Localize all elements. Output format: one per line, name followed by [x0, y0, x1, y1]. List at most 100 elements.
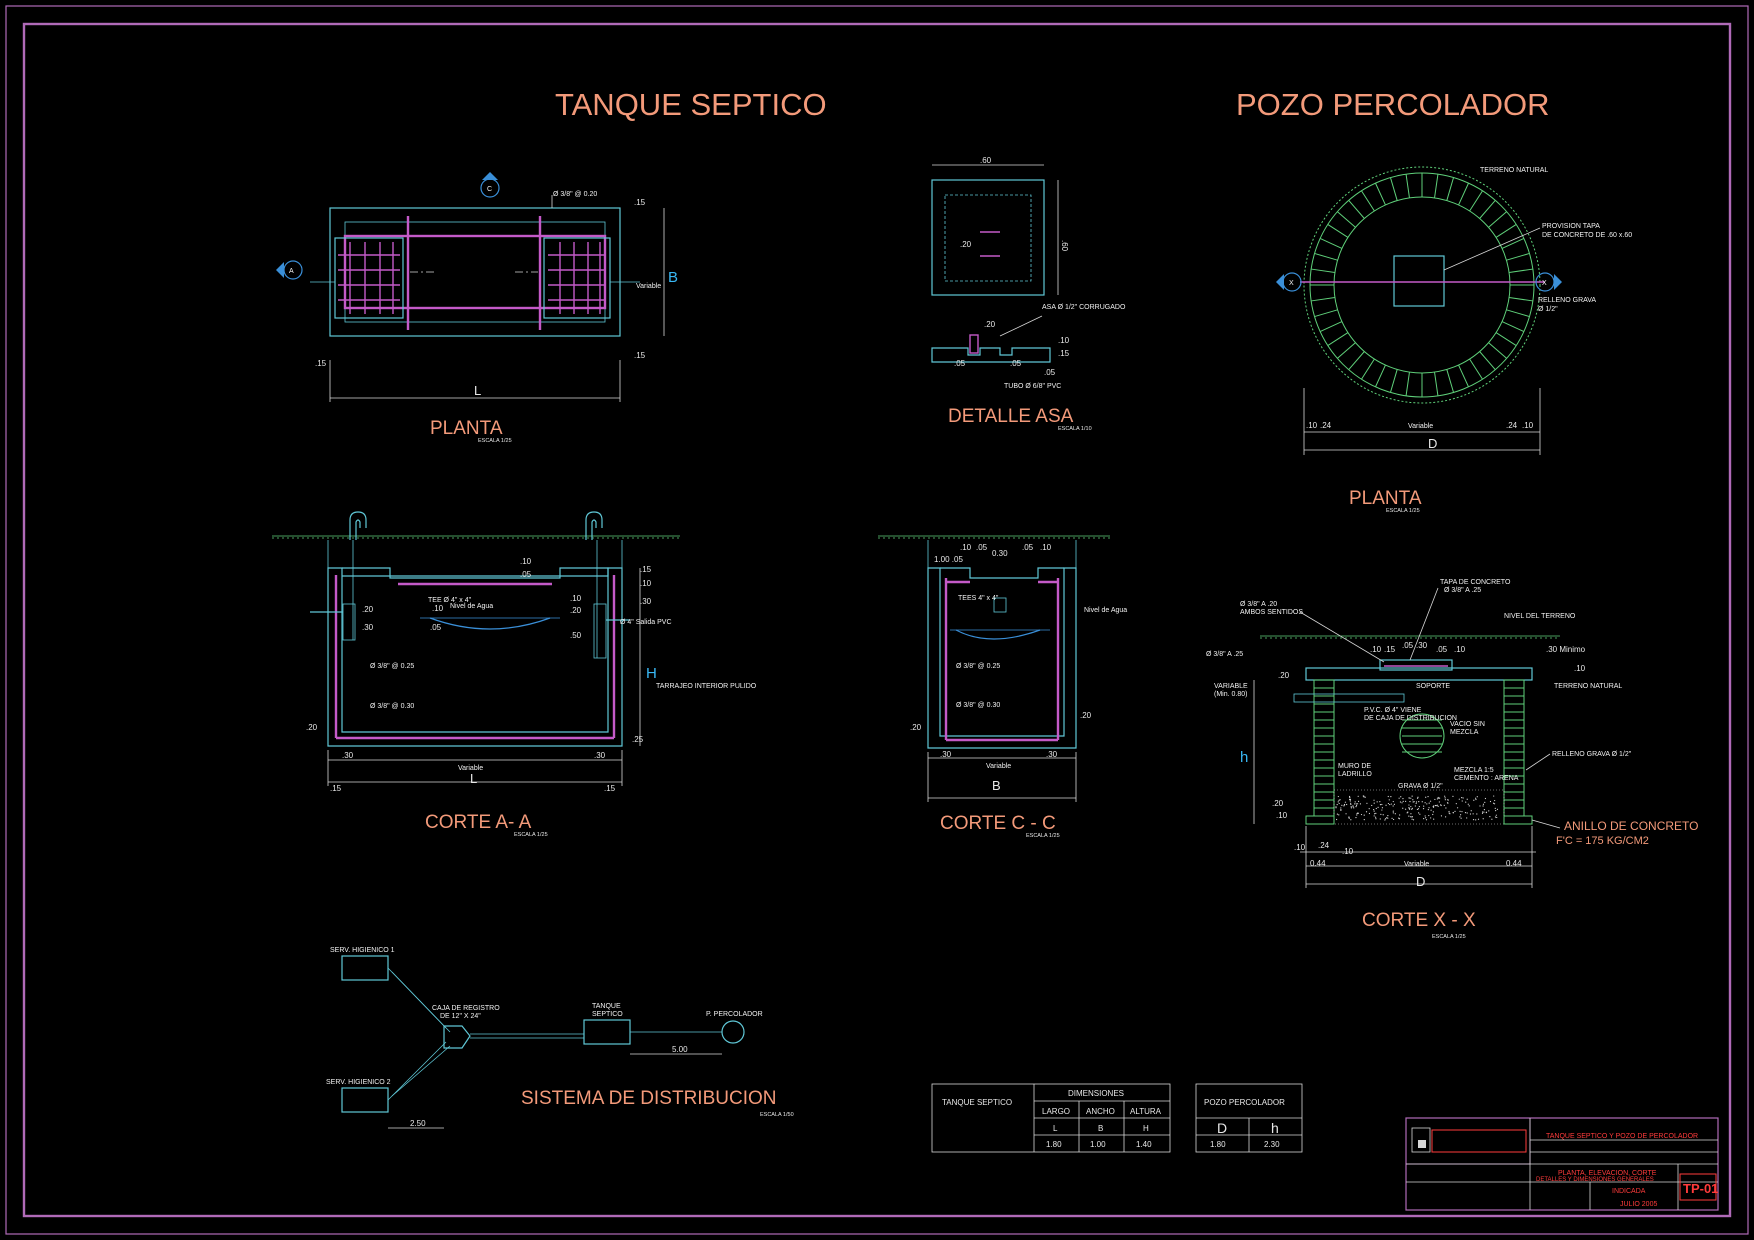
gravel-dot: [1429, 800, 1432, 802]
gravel-dot: [1384, 819, 1386, 821]
gravel-dot: [1391, 817, 1393, 819]
gravel-dot: [1390, 796, 1392, 798]
gravel-dot: [1489, 816, 1491, 818]
sis-serv1: SERV. HIGIENICO 1: [330, 947, 395, 954]
gravel-dot: [1484, 797, 1487, 800]
gravel-dot: [1479, 805, 1481, 807]
gravel-dot: [1365, 811, 1368, 813]
aa-salida: Ø 4" Salida PVC: [620, 619, 672, 626]
gravel-dot: [1335, 806, 1337, 808]
aa-d05: .05: [520, 570, 532, 579]
gravel-dot: [1425, 796, 1427, 798]
gravel-dot: [1381, 809, 1383, 811]
gravel-dot: [1423, 805, 1425, 807]
dim-15-right: .15: [634, 351, 646, 360]
outer-frame: [5, 5, 1749, 1235]
gravel-dot: [1460, 814, 1462, 816]
xx-h: h: [1240, 749, 1248, 766]
gravel-dot: [1337, 801, 1339, 803]
aa-d20b: .20: [570, 606, 582, 615]
pozo-tapa2: DE CONCRETO DE .60 x.60: [1542, 232, 1632, 239]
tb-code: TP-01: [1683, 1181, 1718, 1196]
gravel-dot: [1413, 801, 1415, 803]
gravel-dot: [1343, 805, 1345, 807]
gravel-dot: [1459, 816, 1461, 818]
gravel-dot: [1404, 808, 1407, 810]
gravel-dot: [1373, 802, 1375, 804]
gravel-dot: [1392, 818, 1395, 821]
gravel-dot: [1348, 795, 1351, 798]
gravel-dot: [1467, 803, 1469, 805]
gravel-dot: [1390, 803, 1392, 805]
gravel-dot: [1408, 797, 1410, 799]
gravel-dot: [1496, 816, 1498, 819]
gravel-dot: [1411, 818, 1413, 820]
sis-serv2: SERV. HIGIENICO 2: [326, 1079, 391, 1086]
aa-H: H: [646, 665, 657, 682]
table-header-ancho: ANCHO: [1086, 1107, 1115, 1116]
cc-variable: Variable: [986, 763, 1011, 770]
gravel-dot: [1384, 818, 1387, 820]
aa-d25: .25: [632, 735, 644, 744]
gravel-dot: [1434, 804, 1437, 807]
table-tanque-group: DIMENSIONES: [1068, 1089, 1124, 1098]
gravel-dot: [1340, 807, 1342, 809]
xx-soporte: SOPORTE: [1416, 683, 1450, 690]
xx-d20a: .20: [1278, 671, 1290, 680]
ring-brick-joint: [1506, 309, 1530, 318]
gravel-dot: [1481, 811, 1484, 813]
gravel-dot: [1411, 808, 1413, 810]
asa-dim-20: .20: [960, 240, 972, 249]
ring-brick-joint: [1458, 182, 1469, 206]
gravel-dot: [1472, 813, 1474, 815]
scale-corte-xx: ESCALA 1/25: [1432, 934, 1466, 940]
gravel-dot: [1381, 807, 1384, 809]
xx-muro2: LADRILLO: [1338, 771, 1372, 778]
gravel-dot: [1357, 800, 1360, 802]
gravel-dot: [1415, 801, 1418, 803]
view-label-planta-tanque: PLANTA: [430, 418, 503, 439]
aa-rebar1: Ø 3/8" @ 0.25: [370, 663, 414, 670]
ring-brick-joint: [1337, 211, 1356, 228]
xx-nivel: NIVEL DEL TERRENO: [1504, 613, 1576, 620]
ring-brick-joint: [1361, 358, 1375, 380]
corte-xx-view: TAPA DE CONCRETO Ø 3/8" A .25 Ø 3/8" A .…: [1206, 579, 1698, 889]
gravel-dot: [1408, 815, 1410, 817]
rebar-note: Ø 3/8" @ 0.20: [553, 191, 597, 198]
marker-x-left: X: [1289, 280, 1294, 287]
table-pozo-sym-D: D: [1217, 1120, 1227, 1136]
pozo-d10b: .10: [1522, 421, 1534, 430]
gravel-dot: [1436, 798, 1439, 800]
gravel-dot: [1355, 806, 1357, 808]
gravel-dot: [1392, 805, 1394, 807]
aa-nivel: Nivel de Agua: [450, 603, 493, 610]
section-marker-c: C: [487, 186, 492, 193]
gravel-dot: [1460, 817, 1462, 819]
gravel-dot: [1434, 798, 1436, 801]
ring-brick-joint: [1327, 332, 1349, 346]
gravel-dot: [1402, 798, 1404, 800]
gravel-dot: [1379, 804, 1382, 806]
gravel-dot: [1455, 803, 1457, 805]
cc-nivel: Nivel de Agua: [1084, 607, 1127, 614]
gravel-dot: [1464, 812, 1467, 814]
gravel-dot: [1411, 816, 1414, 818]
sis-d1: 2.50: [410, 1119, 426, 1128]
gravel-dot: [1418, 812, 1420, 814]
gravel-dot: [1437, 805, 1439, 807]
gravel-dot: [1475, 819, 1477, 821]
gravel-dot: [1437, 796, 1439, 799]
gravel-dot: [1409, 800, 1411, 803]
gravel-dot: [1459, 810, 1461, 812]
gravel-dot: [1415, 802, 1417, 805]
gravel-dot: [1410, 816, 1412, 818]
xx-d05b: .05: [1436, 645, 1448, 654]
marker-x-right: X: [1542, 280, 1547, 287]
gravel-dot: [1399, 801, 1402, 803]
cc-d30: 0.30: [992, 549, 1008, 558]
cc-rebar1: Ø 3/8" @ 0.25: [956, 663, 1000, 670]
gravel-dot: [1336, 818, 1338, 821]
xx-d44a: 0.44: [1310, 859, 1326, 868]
gravel-dot: [1444, 799, 1446, 801]
gravel-dot: [1368, 812, 1371, 815]
